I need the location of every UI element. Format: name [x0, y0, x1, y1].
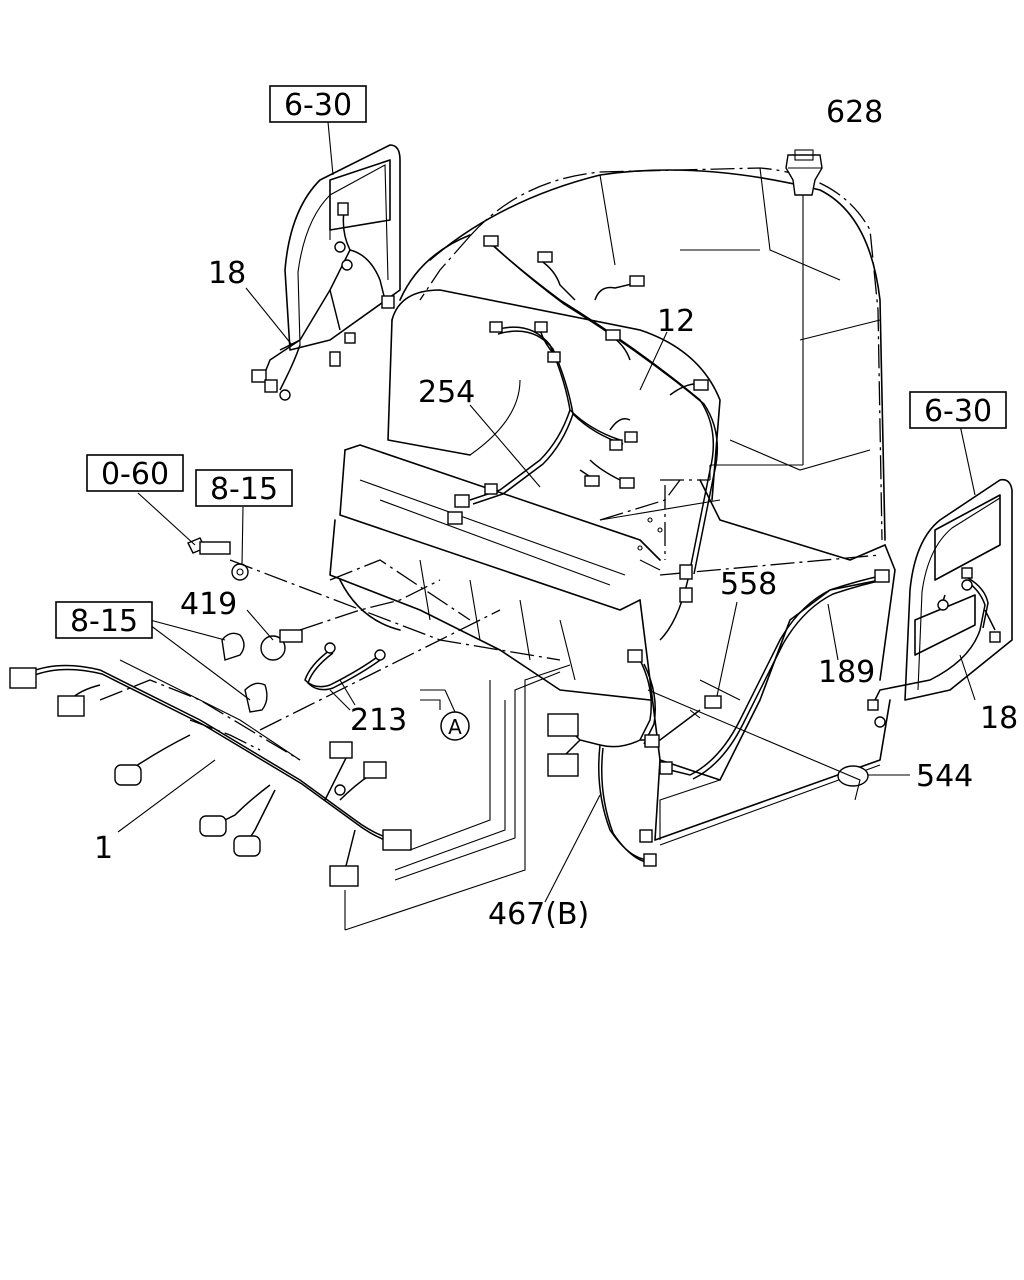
part-189-label: 189: [818, 655, 875, 690]
connector-12e: [693, 379, 709, 391]
connector-254c: [547, 351, 561, 363]
part-558-connector: [689, 601, 738, 719]
part-558-label: 558: [720, 567, 777, 602]
connector-467c: [644, 734, 660, 748]
connector-door-l1: [337, 202, 349, 216]
connector-door-r1: [961, 567, 973, 579]
connector-1a: [9, 667, 37, 689]
connector-254i: [454, 494, 470, 508]
bolt-419: [260, 635, 286, 661]
connector-door-l3: [344, 332, 356, 344]
grommet-1: [334, 784, 346, 796]
part-628-label: 628: [826, 95, 883, 130]
bolt-419-shank: [279, 629, 303, 643]
grommet-door-r3: [874, 716, 886, 728]
assembly-lines: [99, 559, 571, 931]
connector-189b: [659, 761, 673, 775]
connector-254f: [584, 475, 600, 487]
marker-a: A: [440, 711, 470, 741]
ref-box-door-left: 6-30: [269, 85, 367, 123]
connector-1i: [329, 865, 359, 887]
harness-189: [659, 569, 890, 780]
harness-254: [447, 321, 638, 525]
connector-door-l2: [381, 295, 395, 309]
part-467b-label: 467(B): [488, 897, 589, 932]
connector-1d: [199, 815, 227, 837]
connector-254e: [609, 439, 623, 451]
part-18-left-label: 18: [208, 256, 246, 291]
connector-door-r2: [989, 631, 1001, 643]
connector-254b: [534, 321, 548, 333]
connector-254h: [484, 483, 498, 495]
clips-and-bolts: [187, 537, 303, 713]
connector-1b: [57, 695, 85, 717]
part-544-label: 544: [916, 759, 973, 794]
connector-12f: [679, 564, 693, 580]
part-213-label: 213: [350, 703, 407, 738]
connector-12b: [537, 251, 553, 263]
part-12-label: 12: [657, 304, 695, 339]
connector-1e: [233, 835, 261, 857]
grommet-door-l: [334, 241, 346, 253]
connector-12a: [483, 235, 499, 247]
ref-bolt-label: 0-60: [101, 457, 169, 492]
harness-12: [483, 235, 719, 641]
ref-box-bolt: 0-60: [86, 454, 184, 492]
connector-467d: [639, 829, 653, 843]
ref-door-right-label: 6-30: [924, 394, 992, 429]
ref-box-clips: 8-15: [55, 601, 153, 639]
connector-1c: [114, 764, 142, 786]
cab-body: [329, 167, 896, 841]
leader-lines: [117, 287, 976, 903]
ref-box-door-right: 6-30: [909, 391, 1007, 429]
grommet-213a: [324, 642, 336, 654]
connector-467a: [547, 713, 579, 737]
grommet-door-l3: [279, 389, 291, 401]
grommet-door-r2: [937, 599, 949, 611]
connector-254j: [447, 511, 463, 525]
connector-467e: [643, 853, 657, 867]
connector-1g: [363, 761, 387, 779]
connector-door-r3: [867, 699, 879, 711]
connector-254a: [489, 321, 503, 333]
harness-467b: [547, 649, 881, 867]
connector-254g: [619, 477, 635, 489]
part-1-label: 1: [94, 831, 113, 866]
part-254-label: 254: [418, 375, 475, 410]
part-419-label: 419: [180, 587, 237, 622]
ref-clips-label: 8-15: [70, 604, 138, 639]
grommet-213b: [374, 649, 386, 661]
connector-189a: [874, 569, 890, 583]
connector-12d: [605, 329, 621, 341]
ref-washer-label: 8-15: [210, 472, 278, 507]
ref-box-washer: 8-15: [195, 469, 293, 507]
ref-door-left-label: 6-30: [284, 88, 352, 123]
right-door: [867, 424, 1013, 728]
grommet-door-l2: [341, 259, 353, 271]
connector-12g: [679, 587, 693, 603]
grommet-door-r1: [961, 579, 973, 591]
connector-1h: [382, 829, 412, 851]
connector-467b: [547, 753, 579, 777]
bolt-0-60: [199, 541, 231, 555]
connector-12c: [629, 275, 645, 287]
part-18-right-label: 18: [980, 701, 1018, 736]
connector-254d: [624, 431, 638, 443]
marker-a-label: A: [448, 715, 462, 739]
part-544-plug: [647, 689, 910, 801]
left-door: [251, 121, 401, 401]
connector-door-l6: [264, 379, 278, 393]
connector-1f: [329, 741, 353, 759]
part-628-switch: [660, 149, 823, 560]
connector-467f: [627, 649, 643, 663]
harness-213: [304, 642, 386, 711]
connector-door-l4: [329, 351, 341, 367]
connector-558: [704, 695, 722, 709]
connector-door-l5: [251, 369, 267, 383]
